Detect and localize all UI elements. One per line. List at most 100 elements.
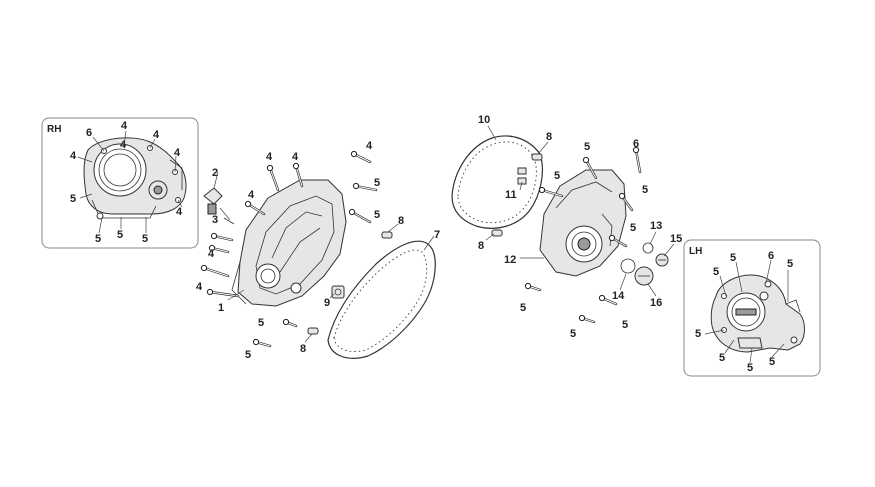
bolt-head-4 xyxy=(244,200,252,208)
bolt-head-13 xyxy=(582,156,590,164)
callout-lh-5-d: 5 xyxy=(695,328,701,340)
part-3-pin xyxy=(223,217,235,225)
callout-11: 11 xyxy=(505,189,517,201)
callout-4-c: 4 xyxy=(366,140,373,152)
dowel-8-d xyxy=(491,229,503,237)
bolt-shank-8 xyxy=(209,291,239,297)
callout-5-i: 5 xyxy=(520,302,526,314)
callout-lh-5-f: 5 xyxy=(747,362,753,374)
callout-16: 16 xyxy=(650,297,662,309)
callout-5-h: 5 xyxy=(630,222,636,234)
callout-5-b: 5 xyxy=(374,209,380,221)
bolt-shank-14 xyxy=(635,149,641,173)
part-15-plug xyxy=(655,253,669,267)
main-leaders xyxy=(213,125,675,343)
bolt-head-12 xyxy=(252,338,260,346)
clutch-cover-assembly xyxy=(231,179,347,307)
callout-8-d: 8 xyxy=(478,240,484,252)
callout-lh-5-b: 5 xyxy=(730,252,736,264)
bolts-group xyxy=(200,146,642,348)
callout-14: 14 xyxy=(612,290,625,302)
callout-5-e: 5 xyxy=(584,141,590,153)
callout-5-k: 5 xyxy=(570,328,576,340)
bolt-shank-4 xyxy=(247,203,265,215)
callout-numbers: 1 2 3 4 4 4 4 4 5 5 5 5 4 7 8 8 9 10 8 5… xyxy=(70,114,793,374)
callout-6: 6 xyxy=(633,138,639,150)
callout-5-a: 5 xyxy=(374,177,380,189)
callout-5-g: 5 xyxy=(642,184,648,196)
callout-8-c: 8 xyxy=(546,131,552,143)
bolt-head-9 xyxy=(352,182,360,190)
callout-rh-4-f: 4 xyxy=(176,206,183,218)
bolt-head-1 xyxy=(266,164,274,172)
callout-9: 9 xyxy=(324,297,330,309)
part-2-plug xyxy=(203,187,223,215)
rh-inset-label: RH xyxy=(47,124,61,135)
callout-10: 10 xyxy=(478,114,490,126)
callout-rh-4-b: 4 xyxy=(121,120,128,132)
callout-4-d: 4 xyxy=(248,189,255,201)
callout-13: 13 xyxy=(650,220,662,232)
lh-engine-side-illustration xyxy=(710,274,805,353)
part-10-gasket xyxy=(451,135,543,229)
callout-4-b: 4 xyxy=(292,151,299,163)
callout-rh-4-c: 4 xyxy=(153,129,160,141)
callout-5-c: 5 xyxy=(258,317,264,329)
callout-rh-4-e: 4 xyxy=(174,147,181,159)
dowels xyxy=(307,153,543,335)
rh-leaders xyxy=(77,130,183,234)
callout-rh-4-a: 6 xyxy=(86,127,92,139)
callout-lh-5-g: 5 xyxy=(769,356,775,368)
bolt-head-14 xyxy=(632,146,640,154)
bolt-head-15 xyxy=(538,186,546,194)
callout-7: 7 xyxy=(434,229,440,241)
callout-rh-5-c: 5 xyxy=(117,229,123,241)
bolt-shank-13 xyxy=(585,159,597,179)
lh-leaders xyxy=(704,259,789,364)
part-11-clip xyxy=(517,167,527,185)
callout-3: 3 xyxy=(212,214,218,226)
lh-inset-label: LH xyxy=(689,246,702,257)
bolt-shank-1 xyxy=(269,167,279,191)
dowel-8-c xyxy=(531,153,543,161)
callout-rh-5-b: 5 xyxy=(95,233,101,245)
bolt-shank-15 xyxy=(541,189,563,197)
callout-4-a: 4 xyxy=(266,151,273,163)
callout-lh-5-c: 5 xyxy=(787,258,793,270)
part-16-cap xyxy=(634,266,654,286)
callout-5-f: 5 xyxy=(554,170,560,182)
bolt-shank-7 xyxy=(203,267,229,277)
callout-12: 12 xyxy=(504,254,516,266)
callout-2: 2 xyxy=(212,167,218,179)
bolt-head-18 xyxy=(524,282,532,290)
callout-rh-5-d: 5 xyxy=(142,233,148,245)
callout-8-a: 8 xyxy=(398,215,404,227)
generator-cover-assembly xyxy=(539,169,627,277)
callout-5-d: 5 xyxy=(245,349,251,361)
lh-inset: LH xyxy=(683,239,821,377)
bolt-head-5 xyxy=(210,232,218,240)
bolt-head-11 xyxy=(282,318,290,326)
callout-1: 1 xyxy=(218,302,224,314)
bolt-head-6 xyxy=(208,244,216,252)
bolt-shank-10 xyxy=(351,211,371,223)
bolt-head-8 xyxy=(206,288,214,296)
bolt-head-3 xyxy=(350,150,358,158)
bolt-head-2 xyxy=(292,162,300,170)
bolt-head-10 xyxy=(348,208,356,216)
bolt-head-7 xyxy=(200,264,208,272)
part-9-bushing xyxy=(331,285,345,299)
bolt-head-19 xyxy=(578,314,586,322)
callout-rh-4-d: 4 xyxy=(70,150,77,162)
part-14-o-ring xyxy=(620,258,636,274)
callout-8-b: 8 xyxy=(300,343,306,355)
callout-4-e: 4 xyxy=(208,248,215,260)
part-7-gasket xyxy=(327,240,436,359)
bolt-shank-9 xyxy=(355,185,377,191)
callout-5-j: 5 xyxy=(622,319,628,331)
bolt-head-20 xyxy=(598,294,606,302)
callout-rh-5-a: 5 xyxy=(70,193,76,205)
callout-4-f: 4 xyxy=(196,281,203,293)
part-13-o-ring xyxy=(642,242,654,254)
